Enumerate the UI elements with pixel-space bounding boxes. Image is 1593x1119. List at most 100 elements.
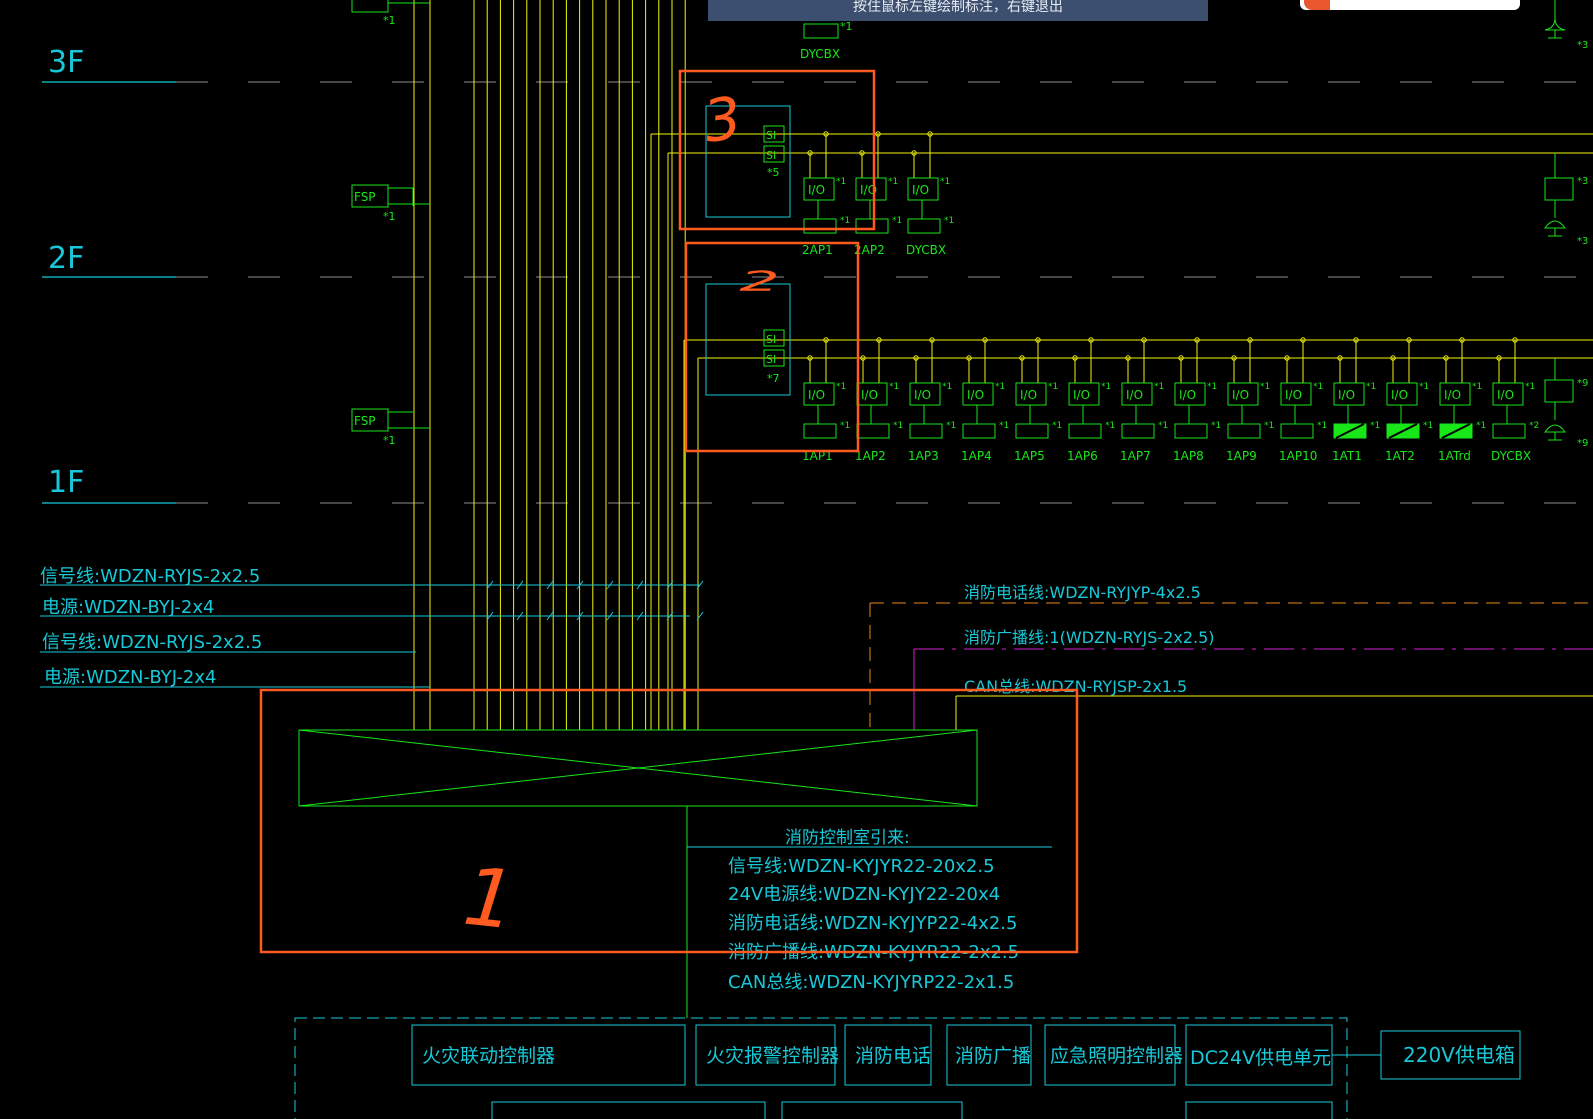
svg-text:SI: SI — [766, 353, 776, 366]
module-label: 1AP1 — [802, 449, 833, 463]
module-label: DYCBX — [906, 243, 946, 257]
markup-box-2 — [684, 241, 860, 453]
box-multiplier: *1 — [1211, 421, 1221, 431]
floor1-count: *7 — [767, 372, 780, 385]
right-cable-label-2: 消防广播线:1(WDZN-RYJS-2x2.5) — [964, 628, 1215, 647]
module-1ap8: I/O *1 *1 1AP8 — [1173, 337, 1221, 463]
markup-box-3 — [678, 69, 876, 231]
io-multiplier: *1 — [889, 382, 899, 392]
top-dycbx-multiplier: *1 — [840, 20, 853, 33]
right-device-multiplier-top: *3 — [1577, 40, 1588, 51]
box-multiplier: *1 — [1052, 421, 1062, 431]
right-cable-label-1: 消防电话线:WDZN-RYJYP-4x2.5 — [964, 583, 1201, 602]
box-multiplier: *1 — [1158, 421, 1168, 431]
module-label: 1AP4 — [961, 449, 992, 463]
io-label: I/O — [1232, 388, 1249, 402]
io-label: I/O — [808, 388, 825, 402]
io-label: I/O — [1020, 388, 1037, 402]
left-cable-label-2: 电源:WDZN-BYJ-2x4 — [42, 597, 214, 618]
left-cable-group: 信号线:WDZN-RYJS-2x2.5 电源:WDZN-BYJ-2x4 信号线:… — [40, 566, 700, 688]
svg-text:SI: SI — [766, 333, 776, 346]
tick-mark — [636, 611, 644, 621]
box-multiplier: *2 — [1529, 421, 1539, 431]
io-multiplier: *1 — [1313, 382, 1323, 392]
module-label: 1AP10 — [1279, 449, 1317, 463]
io-label: I/O — [861, 388, 878, 402]
module-label: 1AP8 — [1173, 449, 1204, 463]
handwritten-2: 2 — [739, 264, 780, 297]
riser-bundle — [413, 0, 686, 730]
box-multiplier: *1 — [946, 421, 956, 431]
right-device-multiplier-1f-b: *9 — [1577, 438, 1588, 449]
equipment-dashed-frame — [294, 1017, 1348, 1119]
io-multiplier: *1 — [1048, 382, 1058, 392]
equipment-box-3 — [844, 1024, 932, 1086]
equipment-box-2 — [695, 1024, 836, 1086]
left-cable-label-1: 信号线:WDZN-RYJS-2x2.5 — [40, 566, 260, 587]
module-label: 1AP9 — [1226, 449, 1257, 463]
floor1-modules: I/O*1*11AP1I/O*1*11AP2I/O*1*11AP3I/O*1*1… — [802, 337, 1539, 463]
tick-mark — [666, 580, 674, 590]
tick-mark — [516, 580, 524, 590]
tick-mark — [576, 580, 584, 590]
equipment-box-5 — [1044, 1024, 1176, 1086]
io-multiplier: *1 — [940, 177, 950, 187]
module-label: 1AP7 — [1120, 449, 1151, 463]
tick-mark — [576, 611, 584, 621]
control-room-cable-list: 消防控制室引来: 信号线:WDZN-KYJYR22-20x2.5 24V电源线:… — [728, 828, 1019, 993]
box-multiplier: *1 — [840, 216, 850, 226]
equipment-label-1: 火灾联动控制器 — [422, 1045, 555, 1067]
io-label: I/O — [1073, 388, 1090, 402]
io-multiplier: *1 — [1207, 382, 1217, 392]
module-1ap10: I/O *1 *1 1AP10 — [1279, 337, 1327, 463]
box-multiplier: *1 — [999, 421, 1009, 431]
right-device-multiplier-2f: *3 — [1577, 176, 1588, 187]
fsp-top-multiplier: *1 — [383, 14, 396, 27]
right-device-multiplier-1f: *9 — [1577, 378, 1588, 389]
tick-mark — [636, 580, 644, 590]
top-dycbx-label: DYCBX — [800, 47, 840, 61]
right-cable-group: 消防电话线:WDZN-RYJYP-4x2.5 消防广播线:1(WDZN-RYJS… — [869, 583, 1593, 730]
module-label: 2AP2 — [854, 243, 885, 257]
app-logo — [1300, 0, 1520, 10]
equipment-label-3: 消防电话 — [855, 1045, 931, 1067]
floor-label-3f: 3F — [48, 45, 84, 80]
io-label: I/O — [1285, 388, 1302, 402]
io-multiplier: *1 — [836, 382, 846, 392]
equipment-label-2: 火灾报警控制器 — [706, 1045, 839, 1067]
right-device-multiplier-2f-b: *3 — [1577, 236, 1588, 247]
io-label: I/O — [1179, 388, 1196, 402]
right-cable-label-3: CAN总线:WDZN-RYJSP-2x1.5 — [964, 677, 1187, 696]
markup-box-1 — [259, 688, 1079, 954]
floor-dashed-lines — [176, 81, 1593, 504]
equipment-label-5: 应急照明控制器 — [1050, 1045, 1183, 1067]
handwritten-1: 1 — [459, 850, 519, 948]
io-label: I/O — [1497, 388, 1514, 402]
tick-mark — [546, 580, 554, 590]
floor1-si-pair: SI SI *7 — [763, 329, 785, 385]
module-label: 1AT1 — [1332, 449, 1362, 463]
io-label: I/O — [912, 183, 929, 197]
box-multiplier: *1 — [1423, 421, 1433, 431]
control-room-line-3: 消防电话线:WDZN-KYJYP22-4x2.5 — [728, 913, 1017, 934]
module-label: 1AP2 — [855, 449, 886, 463]
fsp-2f-label: FSP — [354, 190, 376, 204]
svg-text:SI: SI — [766, 129, 776, 142]
io-multiplier: *1 — [888, 177, 898, 187]
control-room-title: 消防控制室引来: — [785, 828, 910, 848]
floor-label-1f: 1F — [48, 465, 84, 500]
box-multiplier: *1 — [1317, 421, 1327, 431]
io-multiplier: *1 — [995, 382, 1005, 392]
left-cable-label-3: 信号线:WDZN-RYJS-2x2.5 — [42, 632, 262, 653]
module-label: 1AP3 — [908, 449, 939, 463]
